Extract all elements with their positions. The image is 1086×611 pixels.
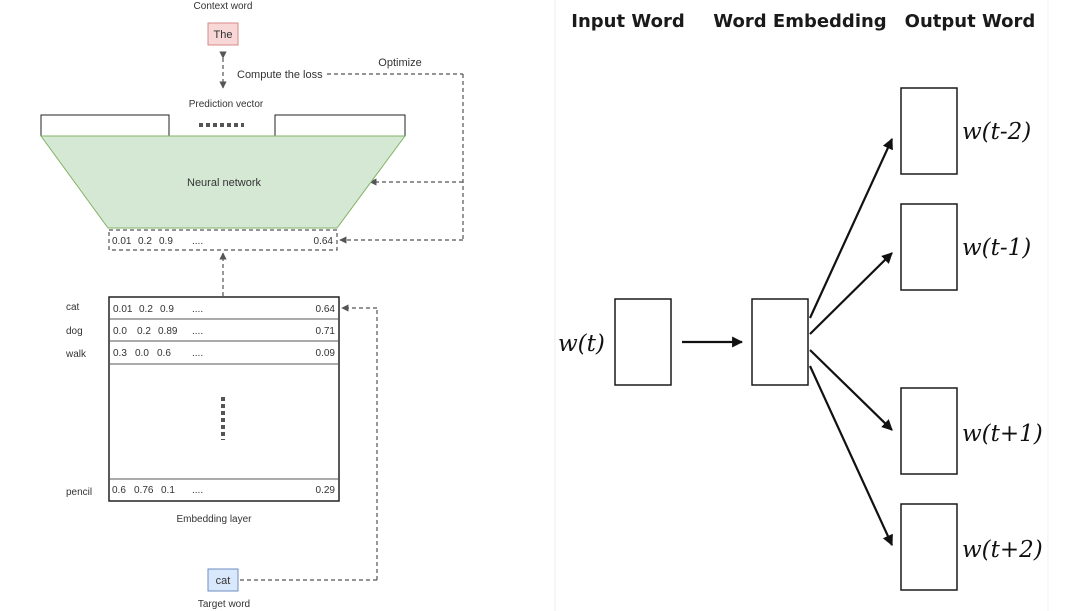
prediction-vector-right xyxy=(274,114,406,137)
context-word-label: Context word xyxy=(194,1,253,12)
embedding-word-dog: dog xyxy=(66,326,83,337)
prediction-vector-label: Prediction vector xyxy=(189,99,264,110)
embedding-ellipsis: .... xyxy=(192,348,203,359)
output-word-label-3: w(t+1) xyxy=(962,421,1043,447)
target-word-label: Target word xyxy=(198,599,250,610)
embedding-value-last: 0.64 xyxy=(316,304,336,315)
header-output-word: Output Word xyxy=(905,11,1036,32)
embedding-value: 0.89 xyxy=(158,326,178,337)
embedding-layer-label: Embedding layer xyxy=(176,514,252,525)
optimize-label: Optimize xyxy=(378,57,421,69)
prediction-vector-left xyxy=(40,114,170,137)
embedding-value: 0.01 xyxy=(113,304,133,315)
output-word-label-2: w(t-1) xyxy=(962,235,1031,261)
output-word-label-1: w(t-2) xyxy=(962,119,1031,145)
input-word-label: w(t) xyxy=(558,331,605,357)
embedding-value: 0.2 xyxy=(137,326,151,337)
arrow-to-output-4 xyxy=(808,365,894,547)
skipgram-training-diagram: Context word The Compute the loss Optimi… xyxy=(40,1,464,610)
embedding-value: 0.76 xyxy=(134,485,154,496)
output-word-box-2 xyxy=(900,203,958,291)
embedding-value-last: 0.29 xyxy=(316,485,336,496)
embedding-ellipsis: .... xyxy=(192,304,203,315)
embedding-ellipsis: .... xyxy=(192,485,203,496)
embedding-word-walk: walk xyxy=(65,349,87,360)
neural-network-block xyxy=(40,135,406,229)
embedding-word-cat: cat xyxy=(66,302,80,313)
embedding-ellipsis: .... xyxy=(192,326,203,337)
header-input-word: Input Word xyxy=(571,11,684,32)
embedding-value-last: 0.09 xyxy=(316,348,336,359)
context-word-box xyxy=(207,22,239,46)
arrow-to-output-1 xyxy=(808,137,894,319)
skipgram-architecture-diagram: Input Word Word Embedding Output Word w(… xyxy=(558,11,1043,591)
embedding-value: 0.0 xyxy=(113,326,127,337)
arrow-to-output-3 xyxy=(809,349,893,431)
input-word-box xyxy=(614,298,672,386)
embedding-value-last: 0.71 xyxy=(316,326,336,337)
embedding-value: 0.6 xyxy=(157,348,171,359)
output-word-box-1 xyxy=(900,87,958,175)
embedding-value: 0.2 xyxy=(139,304,153,315)
output-vector-ellipsis: .... xyxy=(192,236,203,247)
arrow-to-output-2 xyxy=(809,252,893,335)
output-word-box-3 xyxy=(900,387,958,475)
embedding-value: 0.6 xyxy=(112,485,126,496)
target-word: cat xyxy=(216,575,231,587)
embedding-word-pencil: pencil xyxy=(66,487,92,498)
embedding-value: 0.9 xyxy=(160,304,174,315)
embedding-value: 0.0 xyxy=(135,348,149,359)
output-vector-value-2: 0.2 xyxy=(138,236,152,247)
output-vector-last: 0.64 xyxy=(314,236,334,247)
header-word-embedding: Word Embedding xyxy=(713,11,886,32)
target-word-box xyxy=(207,568,239,592)
output-vector-value-3: 0.9 xyxy=(159,236,173,247)
embedding-box xyxy=(751,298,809,386)
compute-loss-label: Compute the loss xyxy=(237,69,323,81)
embedding-value: 0.1 xyxy=(161,485,175,496)
output-vector-box xyxy=(108,229,338,251)
embedding-value: 0.3 xyxy=(113,348,127,359)
output-word-label-4: w(t+2) xyxy=(962,537,1043,563)
output-word-box-4 xyxy=(900,503,958,591)
neural-network-label: Neural network xyxy=(187,177,261,189)
output-vector-value-1: 0.01 xyxy=(112,236,132,247)
context-word: The xyxy=(214,29,233,41)
